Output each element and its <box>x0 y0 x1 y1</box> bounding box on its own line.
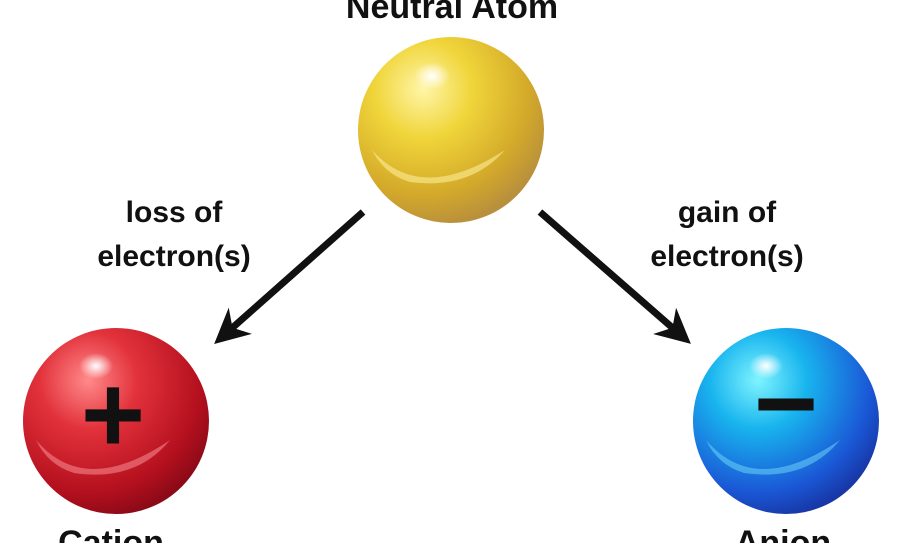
gain-label-line1: gain of <box>678 196 777 229</box>
loss-arrow: loss of electron(s) <box>97 196 366 344</box>
neutral-atom-sphere <box>358 37 544 223</box>
gain-arrow-line <box>537 209 691 344</box>
anion-sphere <box>693 328 879 514</box>
cation: + Cation <box>23 328 209 543</box>
cation-plus-symbol: + <box>81 353 145 476</box>
loss-label-line1: loss of <box>126 196 224 229</box>
cation-shine <box>36 440 170 475</box>
cation-title: Cation <box>58 524 164 543</box>
neutral-atom: Neutral Atom <box>346 0 558 223</box>
gain-label-line2: electron(s) <box>650 240 803 273</box>
anion: − Anion <box>693 328 879 543</box>
neutral-atom-highlight <box>414 62 450 90</box>
anion-minus-symbol: − <box>754 342 818 465</box>
loss-arrow-line <box>214 209 366 344</box>
neutral-atom-shine <box>372 150 505 184</box>
anion-title: Anion <box>735 524 831 543</box>
gain-arrow: gain of electron(s) <box>537 196 804 344</box>
anion-shine <box>706 440 840 475</box>
cation-highlight <box>79 353 113 379</box>
loss-label-line2: electron(s) <box>97 240 250 273</box>
anion-highlight <box>749 353 783 379</box>
neutral-atom-title: Neutral Atom <box>346 0 558 26</box>
